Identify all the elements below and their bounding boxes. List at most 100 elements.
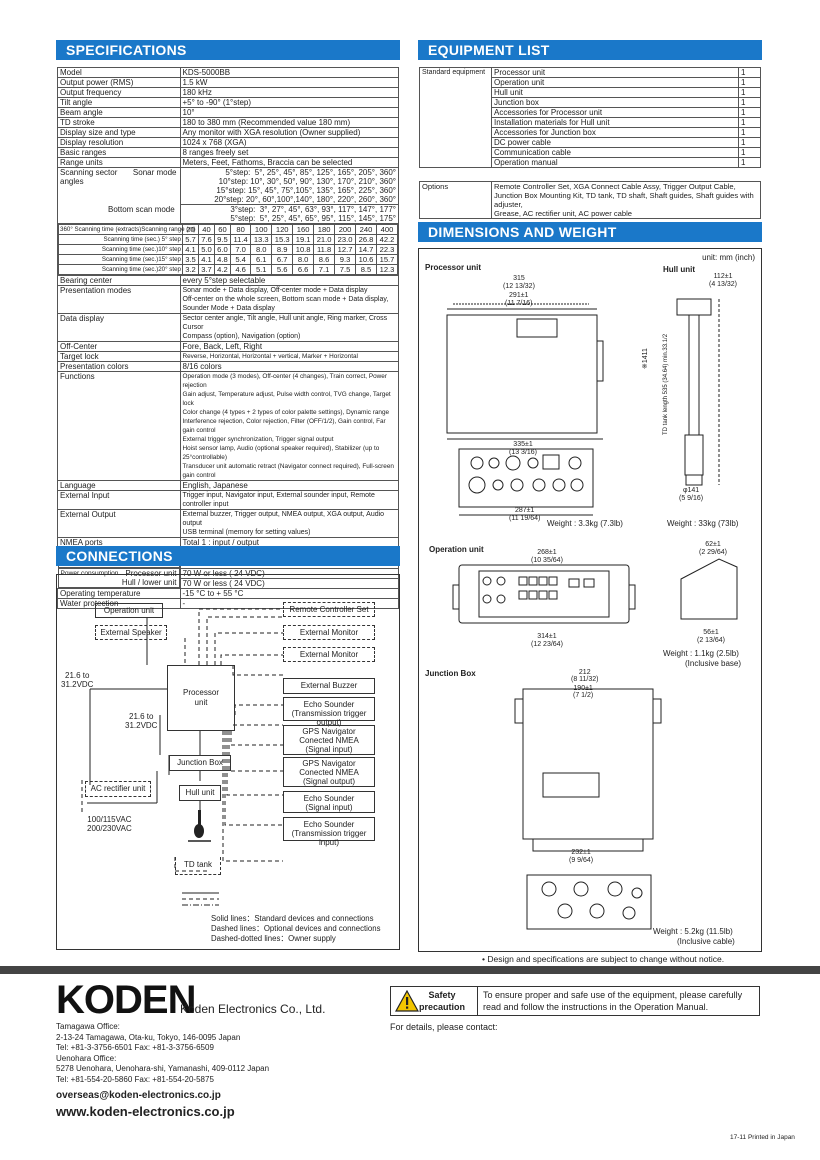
spec-label: Model — [57, 67, 181, 78]
bottom-label: Bottom scan mode — [108, 204, 175, 214]
scan-time-label: 360° Scanning time (extracts) — [60, 226, 142, 233]
safety-box: Safety precaution To ensure proper and s… — [390, 986, 760, 1016]
spec-label: Range units — [57, 157, 181, 168]
hull-weight: Weight : 33kg (73lb) — [667, 519, 739, 528]
scan-time-value: 7.0 — [229, 244, 252, 255]
scan-range-value: 100 — [250, 224, 273, 235]
spec-value: KDS-5000BB — [179, 67, 399, 78]
spec-label: Off-Center — [57, 341, 181, 352]
scan-step-label: Scanning time (sec.) 5° step — [58, 234, 183, 245]
equipment-name: Accessories for Processor unit — [491, 107, 739, 118]
scan-time-value: 12.7 — [334, 244, 357, 255]
scan-time-value: 4.2 — [213, 264, 231, 275]
hull-top-dim: 112±1 (4 13/32) — [709, 273, 738, 288]
equipment-list-heading: EQUIPMENT LIST — [418, 40, 762, 60]
gps-navigator-box-1: GPS Navigator Conected NMEA (Signal inpu… — [283, 725, 375, 755]
scan-time-value: 3.7 — [197, 264, 215, 275]
scan-time-value: 19.1 — [292, 234, 315, 245]
ac-voltage-label: 100/115VAC 200/230VAC — [87, 815, 132, 833]
safety-divider — [477, 987, 478, 1015]
scan-step-label: Scanning time (sec.)20° step — [58, 264, 183, 275]
scan-time-value: 4.6 — [229, 264, 252, 275]
scan-time-value: 7.5 — [334, 264, 357, 275]
processor-back-drawing — [458, 448, 594, 508]
scan-time-value: 22.3 — [375, 244, 399, 255]
operation-unit-title: Operation unit — [429, 545, 484, 554]
gps-navigator-box-2: GPS Navigator Conected NMEA (Signal outp… — [283, 757, 375, 787]
hull-top-drawing — [676, 298, 712, 316]
spec-value: 8/16 colors — [179, 361, 399, 372]
equipment-qty: 1 — [738, 107, 761, 118]
scan-time-value: 21.0 — [313, 234, 336, 245]
equipment-qty: 1 — [738, 147, 761, 158]
scan-time-cell: 360° Scanning time (extracts)Scanning ra… — [57, 223, 399, 276]
processor-front-drawing — [446, 314, 598, 434]
proc-width-4: 287±1 (11 19/64) — [509, 507, 541, 522]
equipment-qty: 1 — [738, 127, 761, 138]
echo-sounder-box-1: Echo Sounder (Transmission trigger outpu… — [283, 697, 375, 727]
scan-time-value: 15.7 — [375, 254, 399, 265]
remote-controller-box: Remote Controller Set — [283, 602, 375, 617]
scan-time-value: 5.4 — [229, 254, 252, 265]
spec-value: 180 to 380 mm (Recommended value 180 mm) — [179, 117, 399, 128]
sector-angle-line: 10°step: 10°, 30°, 50°, 90°, 130°, 170°,… — [218, 177, 396, 186]
spec-row: Tilt angle+5° to -90° (1°step) — [57, 97, 399, 108]
spec-value: - — [179, 598, 399, 609]
scan-time-value: 7.6 — [197, 234, 215, 245]
hull-length: TD tank length 535 (34.64) min.33.1/2 — [663, 333, 669, 435]
proc-width-1: 315 (12 13/32) — [503, 275, 535, 290]
sector-angle-line: 20°step: 20°, 60°,100°,140°, 180°, 220°,… — [214, 195, 396, 204]
external-monitor-box-2: External Monitor — [283, 647, 375, 662]
scan-time-value: 42.2 — [375, 234, 399, 245]
scan-time-value: 14.7 — [355, 244, 377, 255]
design-notice: • Design and specifications are subject … — [482, 954, 725, 964]
sonar-label: Sonar mode — [132, 168, 177, 177]
echo-sounder-box-3: Echo Sounder (Transmission trigger input… — [283, 817, 375, 847]
standard-equipment-label: Standard equipment — [419, 67, 492, 168]
spec-label: TD stroke — [57, 117, 181, 128]
jb-width-3: 232±1 (9 9/64) — [569, 849, 594, 864]
scan-time-value: 12.3 — [375, 264, 399, 275]
email-address: overseas@koden-electronics.co.jp — [56, 1090, 221, 1101]
safety-word: Safety precaution — [419, 990, 466, 1012]
hull-diameter: φ141 (5 9/16) — [679, 487, 704, 502]
scan-time-value: 6.7 — [271, 254, 294, 265]
sector-angle-line: 3°step: 3°, 27°, 45°, 63°, 93°, 117°, 14… — [230, 205, 396, 214]
operation-weight: Weight : 1.1kg (2.5lb) — [663, 649, 739, 658]
scan-time-value: 3.5 — [182, 254, 199, 265]
spec-value: 70 W or less ( 24 VDC) — [179, 567, 399, 579]
equipment-qty: 1 — [738, 157, 761, 168]
sector-angle-line: 5°step: 5°, 25°, 45°, 85°, 125°, 165°, 2… — [225, 168, 396, 177]
spec-label: Bottom scan mode — [57, 204, 181, 224]
spec-label: Target lock — [57, 351, 181, 362]
op-width-1: 268±1 (10 35/64) — [531, 549, 563, 564]
scan-time-value: 8.9 — [271, 244, 294, 255]
operation-weight-note: (Inclusive base) — [685, 659, 742, 668]
equipment-name: Operation manual — [491, 157, 739, 168]
junction-box-title: Junction Box — [425, 669, 476, 678]
scan-range-value: 400 — [375, 224, 399, 235]
scan-range-value: 60 — [213, 224, 231, 235]
echo-sounder-box-2: Echo Sounder (Signal input) — [283, 791, 375, 813]
td-tank-box: TD tank — [175, 857, 221, 875]
spec-value: Sector center angle, Tilt angle, Hull un… — [179, 313, 399, 342]
printed-note: 17-11 Printed in Japan — [730, 1134, 795, 1141]
dimensions-heading: DIMENSIONS AND WEIGHT — [418, 222, 762, 242]
equipment-qty: 1 — [738, 77, 761, 88]
scan-time-value: 10.6 — [355, 254, 377, 265]
spec-label: Tilt angle — [57, 97, 181, 108]
dimensions-panel: unit: mm (inch) Processor unit 315 (12 1… — [418, 248, 762, 952]
proc-width-2: 291±1 (11 7/16) — [505, 292, 533, 307]
